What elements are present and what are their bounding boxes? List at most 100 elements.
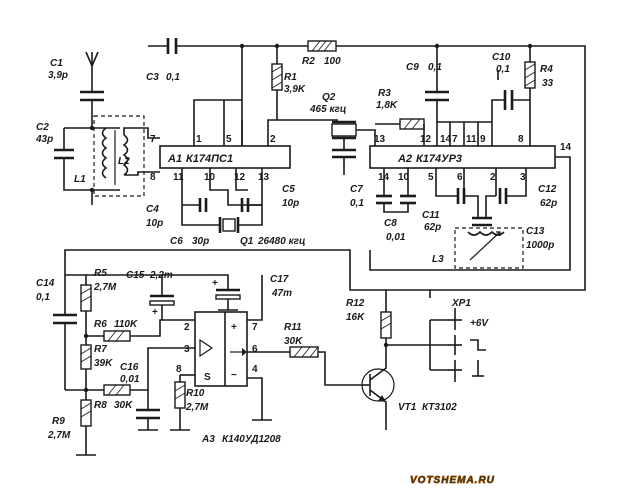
c1-ref-label: C1	[50, 58, 63, 69]
r4-value-label: 33	[542, 78, 554, 89]
r7-ref-label: R7	[94, 344, 107, 355]
c13-ref-label: C13	[526, 226, 545, 237]
a1-pin-5: 5	[226, 134, 232, 145]
c14-value-label: 0,1	[36, 292, 50, 303]
connector-xp1: XP1 +6V	[429, 290, 489, 382]
a3-ref-label: A3	[201, 434, 215, 445]
r8-value-label: 30K	[114, 400, 133, 411]
c3-ref-label: C3	[146, 72, 159, 83]
a3-pin-4: 4	[252, 364, 258, 375]
a2-pin-11: 9	[480, 134, 486, 145]
xp1-ref-label: XP1	[451, 298, 471, 309]
watermark-text: VOTSHEMA.RU	[410, 475, 495, 486]
c12-ref-label: C12	[538, 184, 557, 195]
r5-ref-label: R5	[94, 268, 107, 279]
l2-label: L2	[118, 156, 130, 167]
q1-value-label: 26480 кгц	[257, 236, 305, 247]
a3-pin-2: 2	[184, 322, 190, 333]
c8-value-label: 0,01	[386, 232, 406, 243]
resistor-r4: R4 33	[524, 43, 554, 100]
a2-pin-1: 14	[440, 134, 452, 145]
ic-a1: A1 К174ПС1 1 5 2 7 8 11 10 12 13	[150, 99, 291, 226]
a2-ref-label: A2	[397, 153, 412, 165]
crystal-q1: Q1 26480 кгц	[218, 205, 305, 247]
c5-ref-label: C5	[282, 184, 295, 195]
c15-value-label: 2,2m	[149, 270, 173, 281]
c15-ref-label: C15	[126, 270, 145, 281]
c3-value-label: 0,1	[166, 72, 180, 83]
a2-bottom-caps: C8 0,01 C11 62p C12 62p C13 1000p L3	[376, 168, 557, 269]
c11-value-label: 62p	[424, 222, 441, 233]
q2-value-label: 465 кгц	[309, 104, 346, 115]
c6-ref-label: C6	[170, 236, 183, 247]
c17-value-label: 47m	[271, 288, 292, 299]
r3-ref-label: R3	[378, 88, 391, 99]
vt1-part-label: КТ3102	[422, 402, 457, 413]
a2-pin-6: 6	[457, 172, 463, 183]
r1-ref-label: R1	[284, 72, 297, 83]
c16-value-label: 0,01	[120, 374, 140, 385]
supply-label: +6V	[470, 318, 489, 329]
resistor-r1: R1 3,9K	[267, 43, 306, 146]
a2-pin-5: 5	[428, 172, 434, 183]
c14-ref-label: C14	[36, 278, 55, 289]
output-stage: R11 30K VT1 КТ3102 R12 16K	[247, 290, 457, 430]
c11-ref-label: C11	[422, 210, 440, 221]
c17-ref-label: C17	[270, 274, 289, 285]
c12-value-label: 62p	[540, 198, 557, 209]
ic-a3: 2 3 7 6 8 4 S + − R10 2,7M A3 К140УД1208	[170, 275, 281, 445]
c5-value-label: 10p	[282, 198, 299, 209]
r2-value-label: 100	[324, 56, 341, 67]
r10-ref-label: R10	[186, 388, 205, 399]
r12-value-label: 16K	[346, 312, 365, 323]
l3-label: L3	[432, 254, 444, 265]
q1-ref-label: Q1	[240, 236, 254, 247]
r5-value-label: 2,7M	[93, 282, 117, 293]
a3-s-label: S	[204, 372, 211, 383]
r7-value-label: 39K	[94, 358, 113, 369]
c13-value-label: 1000p	[526, 240, 554, 251]
a1-pin-13: 13	[258, 172, 270, 183]
c16-ref-label: C16	[120, 362, 139, 373]
c9-value-label: 0,1	[428, 62, 442, 73]
vt1-ref-label: VT1	[398, 402, 417, 413]
c7-value-label: 0,1	[350, 198, 364, 209]
a2-pin-8: 14	[560, 142, 572, 153]
r6-ref-label: R6	[94, 319, 107, 330]
a2-pin-13: 13	[374, 134, 386, 145]
coils-l1-l2: L1 L2	[74, 115, 160, 197]
c15-plus-mark: +	[152, 307, 158, 318]
a1-pin-1: 1	[196, 134, 202, 145]
c6-value-label: 30p	[192, 236, 209, 247]
a3-pin-3: 3	[184, 344, 190, 355]
a2-pin-7: 11	[466, 134, 477, 145]
c8-ref-label: C8	[384, 218, 397, 229]
c9-ref-label: C9	[406, 62, 419, 73]
a1-pin-7: 7	[150, 134, 156, 145]
a3-plus-mark: +	[231, 322, 237, 333]
a3-minus-mark: −	[231, 370, 237, 381]
a2-pin-12: 12	[420, 134, 432, 145]
a2-pin-2: 2	[490, 172, 496, 183]
c1-value-label: 3,9p	[48, 70, 68, 81]
capacitor-c10: C10 0,1	[491, 52, 530, 122]
a2-pin-9: 8	[518, 134, 524, 145]
c4-value-label: 10p	[146, 218, 163, 229]
top-rail-wire	[64, 38, 586, 291]
crystal-q2: Q2 465 кгц	[277, 92, 376, 175]
r10-value-label: 2,7M	[185, 402, 209, 413]
r1-value-label: 3,9K	[284, 84, 306, 95]
a1-part-label: К174ПС1	[186, 153, 233, 165]
a1-pin-12: 12	[234, 172, 246, 183]
a2-pin-3: 3	[520, 172, 526, 183]
c2-value-label: 43p	[35, 134, 53, 145]
r11-ref-label: R11	[284, 322, 302, 333]
a1-pin-2: 2	[270, 134, 276, 145]
a2-part-label: К174УР3	[416, 153, 462, 165]
lower-left-network: C14 0,1 R5 2,7M R6 110K R7 39K C16 0,01 …	[36, 268, 195, 456]
a3-part-label: К140УД1208	[222, 434, 281, 445]
a3-pin-8: 8	[176, 364, 182, 375]
r6-value-label: 110K	[114, 319, 138, 330]
a2-pin-10: 10	[398, 172, 410, 183]
